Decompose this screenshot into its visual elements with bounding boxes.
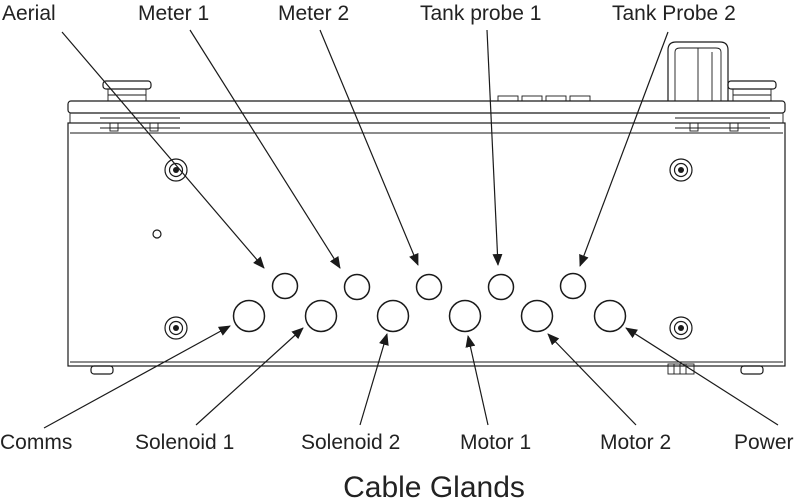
lid-ribs xyxy=(100,95,770,132)
gland-hole-meter-2 xyxy=(415,273,443,301)
mounting-screw-bottom-right-icon xyxy=(669,316,693,340)
enclosure-lid xyxy=(67,100,786,114)
enclosure xyxy=(67,41,786,375)
arrow-aerial xyxy=(61,31,265,269)
label-motor-2: Motor 2 xyxy=(600,431,671,454)
bottom-labels: Comms Solenoid 1 Solenoid 2 Motor 1 Moto… xyxy=(0,431,794,454)
top-labels: Aerial Meter 1 Meter 2 Tank probe 1 Tank… xyxy=(2,2,736,25)
top-leader-arrows xyxy=(61,29,669,269)
gland-hole-meter-1 xyxy=(343,273,371,301)
arrow-tank-probe-2 xyxy=(579,31,669,267)
lid-screw-right-icon xyxy=(727,80,777,102)
gland-hole-comms xyxy=(232,299,266,333)
bottom-leader-arrows xyxy=(43,325,779,429)
gland-hole-tank-probe-2 xyxy=(559,272,587,300)
vent-hole xyxy=(152,229,162,239)
mounting-screw-bottom-left-icon xyxy=(164,316,188,340)
label-meter-2: Meter 2 xyxy=(278,2,349,25)
gland-hole-solenoid-1 xyxy=(304,299,338,333)
arrow-solenoid-2 xyxy=(359,333,389,426)
arrow-motor-1 xyxy=(465,335,489,426)
arrow-motor-2 xyxy=(547,333,637,426)
arrow-tank-probe-1 xyxy=(486,29,503,266)
arrow-power xyxy=(625,327,779,426)
enclosure-body xyxy=(67,122,786,367)
arrow-meter-2 xyxy=(319,29,419,266)
mounting-screw-top-left-icon xyxy=(164,158,188,182)
diagram-caption: Cable Glands xyxy=(343,471,525,502)
lid-screw-left-icon xyxy=(102,80,152,102)
gland-hole-aerial xyxy=(271,272,299,300)
label-solenoid-2: Solenoid 2 xyxy=(301,431,400,454)
arrow-comms xyxy=(43,325,231,429)
gland-hole-solenoid-2 xyxy=(376,299,410,333)
label-solenoid-1: Solenoid 1 xyxy=(135,431,234,454)
mounting-screw-top-right-icon xyxy=(669,158,693,182)
label-tank-probe-1: Tank probe 1 xyxy=(420,2,541,25)
lid-handle-icon xyxy=(667,41,729,101)
gland-hole-motor-2 xyxy=(520,299,554,333)
label-power: Power xyxy=(734,431,794,454)
gland-hole-tank-probe-1 xyxy=(487,273,515,301)
label-tank-probe-2: Tank Probe 2 xyxy=(612,2,736,25)
arrow-solenoid-1 xyxy=(195,327,304,426)
gland-hole-power xyxy=(593,299,627,333)
label-aerial: Aerial xyxy=(2,2,56,25)
arrow-meter-1 xyxy=(189,29,341,269)
label-motor-1: Motor 1 xyxy=(460,431,531,454)
label-comms: Comms xyxy=(0,431,72,454)
gland-hole-motor-1 xyxy=(448,299,482,333)
label-meter-1: Meter 1 xyxy=(138,2,209,25)
